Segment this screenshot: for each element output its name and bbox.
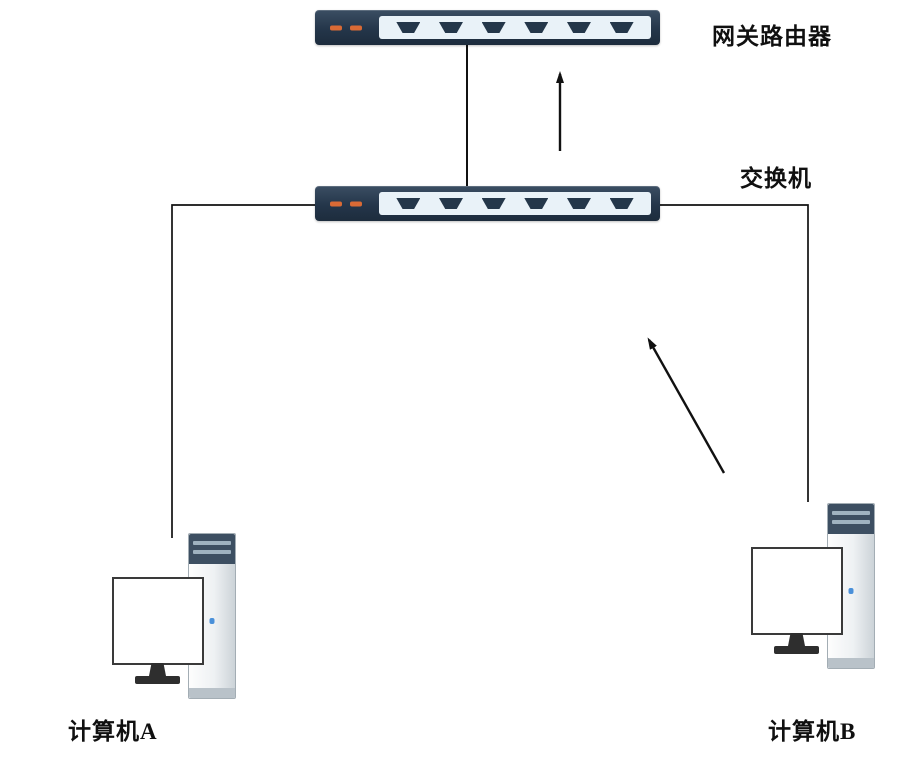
monitor-base xyxy=(135,676,180,684)
led-indicator-icon xyxy=(330,25,342,30)
link-computerA-switch xyxy=(171,204,316,538)
ethernet-port-icon xyxy=(438,22,463,33)
switch-led-group xyxy=(330,201,362,206)
computer-a-label: 计算机A xyxy=(68,719,158,744)
router-device xyxy=(315,10,660,45)
ethernet-port-icon xyxy=(438,198,463,209)
ethernet-port-icon xyxy=(609,198,634,209)
ethernet-port-icon xyxy=(609,22,634,33)
monitor-icon xyxy=(112,577,204,665)
tower-vents xyxy=(828,504,874,534)
ethernet-port-icon xyxy=(481,198,506,209)
power-led-icon xyxy=(209,618,215,624)
ethernet-port-icon xyxy=(396,22,421,33)
switch-label: 交换机 xyxy=(740,166,812,191)
ethernet-port-icon xyxy=(566,198,591,209)
computer-b-label: 计算机B xyxy=(768,719,857,744)
switch-device xyxy=(315,186,660,221)
monitor-stand xyxy=(149,663,166,676)
link-computerB-switch xyxy=(659,204,809,502)
ethernet-port-icon xyxy=(524,22,549,33)
monitor-base xyxy=(774,646,819,654)
led-indicator-icon xyxy=(330,201,342,206)
tower-base xyxy=(189,688,235,698)
led-indicator-icon xyxy=(350,201,362,206)
monitor-stand xyxy=(788,633,805,646)
ethernet-port-icon xyxy=(396,198,421,209)
tower-base xyxy=(828,658,874,668)
traffic-arrow xyxy=(647,337,726,474)
tower-vents xyxy=(189,534,235,564)
monitor-icon xyxy=(751,547,843,635)
ethernet-port-icon xyxy=(566,22,591,33)
switch-port-panel xyxy=(379,192,651,215)
router-label: 网关路由器 xyxy=(712,24,832,49)
power-led-icon xyxy=(848,588,854,594)
led-indicator-icon xyxy=(350,25,362,30)
ethernet-port-icon xyxy=(524,198,549,209)
ethernet-port-icon xyxy=(481,22,506,33)
router-port-panel xyxy=(379,16,651,39)
router-led-group xyxy=(330,25,362,30)
